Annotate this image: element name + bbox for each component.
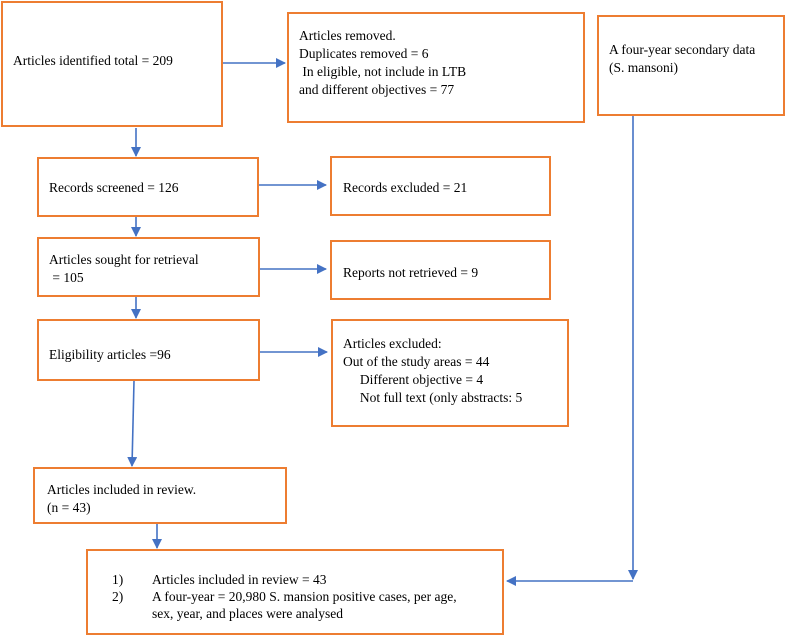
removed-line-2: Duplicates removed = 6 xyxy=(299,46,429,61)
not-retrieved-text: Reports not retrieved = 9 xyxy=(343,265,479,280)
final-list: 1) Articles included in review = 43 2) A… xyxy=(112,571,457,622)
final-item-2-text: A four-year = 20,980 S. mansion positive… xyxy=(152,589,457,621)
box-eligibility-articles: Eligibility articles =96 xyxy=(37,319,260,381)
articles-excluded-line-2: Out of the study areas = 44 xyxy=(343,354,490,369)
secondary-line-2: (S. mansoni) xyxy=(609,60,678,75)
box-articles-included: Articles included in review. (n = 43) xyxy=(33,467,287,524)
box-articles-identified: Articles identified total = 209 xyxy=(1,1,223,127)
retrieval-line-2: = 105 xyxy=(49,270,84,285)
retrieval-line-1: Articles sought for retrieval xyxy=(49,252,199,267)
eligibility-text: Eligibility articles =96 xyxy=(49,347,171,362)
box-articles-removed: Articles removed. Duplicates removed = 6… xyxy=(287,12,585,123)
removed-line-4: and different objectives = 77 xyxy=(299,82,455,97)
box-articles-excluded: Articles excluded: Out of the study area… xyxy=(331,319,569,427)
box-secondary-data: A four-year secondary data (S. mansoni) xyxy=(597,15,785,116)
final-item-1: 1) Articles included in review = 43 xyxy=(112,571,457,588)
box-records-screened: Records screened = 126 xyxy=(37,157,259,217)
records-excluded-text: Records excluded = 21 xyxy=(343,180,468,195)
screened-text: Records screened = 126 xyxy=(49,180,179,195)
final-item-2-number: 2) xyxy=(112,589,124,604)
included-line-1: Articles included in review. xyxy=(47,482,197,497)
arrow-eligibility-to-included xyxy=(127,380,138,467)
box-reports-not-retrieved: Reports not retrieved = 9 xyxy=(330,240,551,300)
box-articles-retrieval: Articles sought for retrieval = 105 xyxy=(37,237,260,297)
box-records-excluded: Records excluded = 21 xyxy=(330,156,551,216)
articles-excluded-line-1: Articles excluded: xyxy=(343,336,442,351)
included-line-2: (n = 43) xyxy=(47,500,91,515)
final-item-2: 2) A four-year = 20,980 S. mansion posit… xyxy=(112,588,457,622)
final-item-1-number: 1) xyxy=(112,572,124,587)
final-item-1-text: Articles included in review = 43 xyxy=(152,572,327,587)
removed-line-1: Articles removed. xyxy=(299,28,396,43)
removed-line-3: In eligible, not include in LTB xyxy=(299,64,467,79)
box-final-synthesis: 1) Articles included in review = 43 2) A… xyxy=(86,549,504,635)
secondary-line-1: A four-year secondary data xyxy=(609,42,756,57)
articles-excluded-line-3: Different objective = 4 xyxy=(343,372,484,387)
identified-text: Articles identified total = 209 xyxy=(13,53,173,68)
articles-excluded-line-4: Not full text (only abstracts: 5 xyxy=(343,390,523,405)
